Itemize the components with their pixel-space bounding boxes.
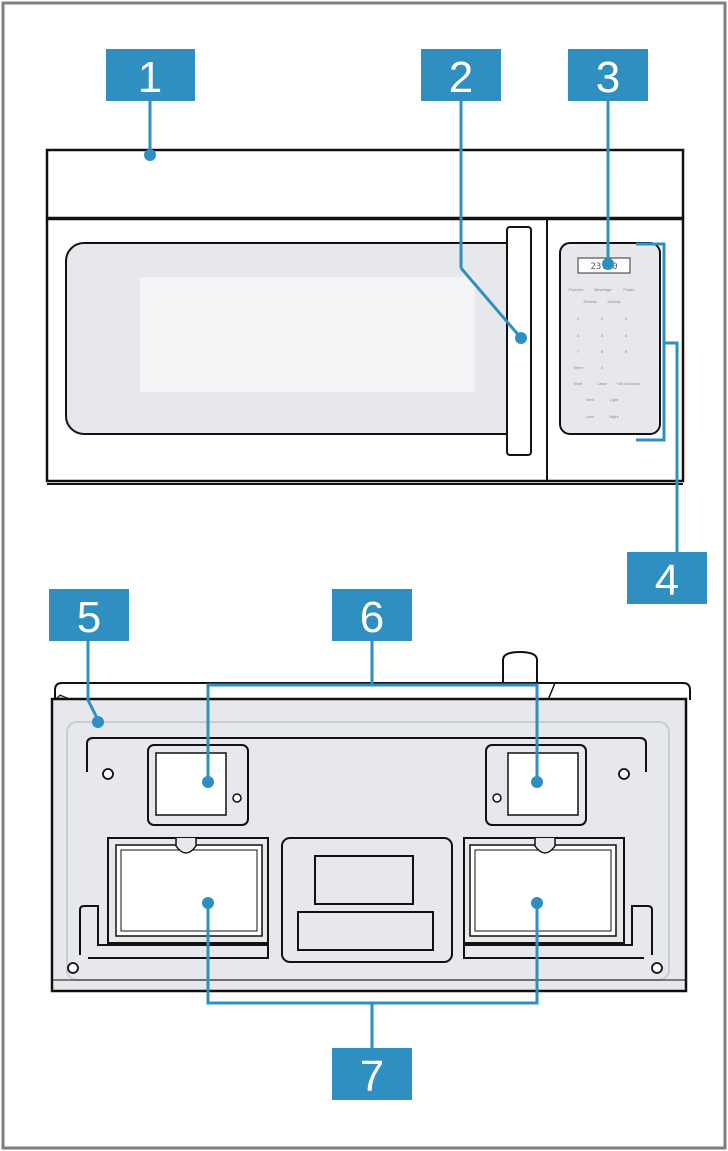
key-reheat: Reheat bbox=[584, 299, 598, 304]
callout-label-5: 5 bbox=[77, 593, 101, 642]
grease-filter-left-tab bbox=[175, 838, 197, 854]
grease-filter-right-mesh bbox=[469, 844, 617, 937]
light-lens-left bbox=[155, 752, 227, 816]
key-night: Night bbox=[609, 414, 619, 419]
key-4: 4 bbox=[577, 333, 580, 338]
light-lens-right bbox=[507, 752, 579, 816]
callout-label-1: 1 bbox=[138, 53, 162, 102]
microwave-bottom-view bbox=[50, 650, 691, 993]
exhaust-opening-upper bbox=[314, 855, 414, 905]
callout-label-6: 6 bbox=[360, 593, 384, 642]
leader-4-stem bbox=[664, 341, 679, 552]
leader-dot-3 bbox=[602, 258, 614, 270]
callout-box-4 bbox=[627, 552, 707, 604]
screw-hole-bottom-left bbox=[67, 962, 79, 974]
rim-seam bbox=[547, 682, 556, 701]
callout-box-7 bbox=[332, 1048, 412, 1100]
key-defrost: Defrost bbox=[608, 299, 622, 304]
leader-dots bbox=[92, 149, 614, 909]
key-7: 7 bbox=[577, 349, 580, 354]
vent-grille bbox=[45, 148, 685, 220]
leader-dot-5 bbox=[92, 716, 104, 728]
key-3: 3 bbox=[625, 316, 628, 321]
key-0: 0 bbox=[601, 365, 604, 370]
grease-filter-right-tab bbox=[534, 838, 556, 854]
callout-box-6 bbox=[332, 589, 412, 641]
leader-dot-1 bbox=[144, 149, 156, 161]
callout-label-3: 3 bbox=[596, 53, 620, 102]
callout-box-3 bbox=[568, 49, 648, 101]
leader-dot-6b bbox=[531, 776, 543, 788]
screw-hole-left bbox=[102, 768, 114, 780]
callout-box-5 bbox=[49, 589, 129, 641]
vent-damper-tab bbox=[502, 650, 538, 683]
leader-5 bbox=[86, 640, 100, 721]
light-cover-screw-left bbox=[232, 793, 242, 803]
key-light: Light bbox=[610, 397, 620, 402]
bracket-left bbox=[79, 905, 269, 959]
key-popcorn: Popcorn bbox=[569, 287, 584, 292]
leader-dot-7a bbox=[202, 897, 214, 909]
grease-filter-left-mesh bbox=[115, 844, 263, 937]
key-clear: Clear bbox=[597, 381, 607, 386]
key-6: 6 bbox=[625, 333, 628, 338]
bracket-right bbox=[463, 905, 653, 959]
key-2: 2 bbox=[601, 316, 604, 321]
leader-dot-6a bbox=[202, 776, 214, 788]
callout-label-4: 4 bbox=[655, 556, 679, 605]
key-5: 5 bbox=[601, 333, 604, 338]
control-panel bbox=[559, 242, 661, 435]
screw-hole-right bbox=[618, 768, 630, 780]
key-potato: Potato bbox=[623, 287, 635, 292]
leader-2b bbox=[459, 267, 523, 339]
microwave-front-view: 23:10 Popcorn Beverage Potato Reheat Def… bbox=[45, 148, 685, 485]
exhaust-opening-lower bbox=[297, 911, 434, 951]
callout-label-2: 2 bbox=[449, 53, 473, 102]
key-9: 9 bbox=[625, 349, 628, 354]
screw-hole-bottom-right bbox=[651, 962, 663, 974]
key-beverage: Beverage bbox=[594, 287, 612, 292]
key-8: 8 bbox=[601, 349, 604, 354]
leader-6-bracket bbox=[206, 683, 539, 780]
key-start: Start bbox=[574, 381, 583, 386]
door-window bbox=[140, 277, 475, 392]
key-vent: Vent bbox=[586, 397, 595, 402]
light-cover-screw-right bbox=[492, 793, 502, 803]
leader-dot-7b bbox=[531, 897, 543, 909]
leader-dot-2 bbox=[515, 332, 527, 344]
callout-boxes: 1 2 3 4 5 6 7 bbox=[49, 49, 707, 1101]
key-lock: Lock bbox=[586, 414, 594, 419]
callout-label-7: 7 bbox=[360, 1052, 384, 1101]
mounting-outline bbox=[86, 737, 647, 772]
key-plus-30: +30 Seconds bbox=[616, 381, 639, 386]
callout-box-2 bbox=[421, 49, 501, 101]
callout-box-1 bbox=[106, 49, 195, 101]
leader-lines bbox=[86, 100, 679, 1048]
key-timer: Timer bbox=[573, 365, 584, 370]
key-1: 1 bbox=[577, 316, 580, 321]
